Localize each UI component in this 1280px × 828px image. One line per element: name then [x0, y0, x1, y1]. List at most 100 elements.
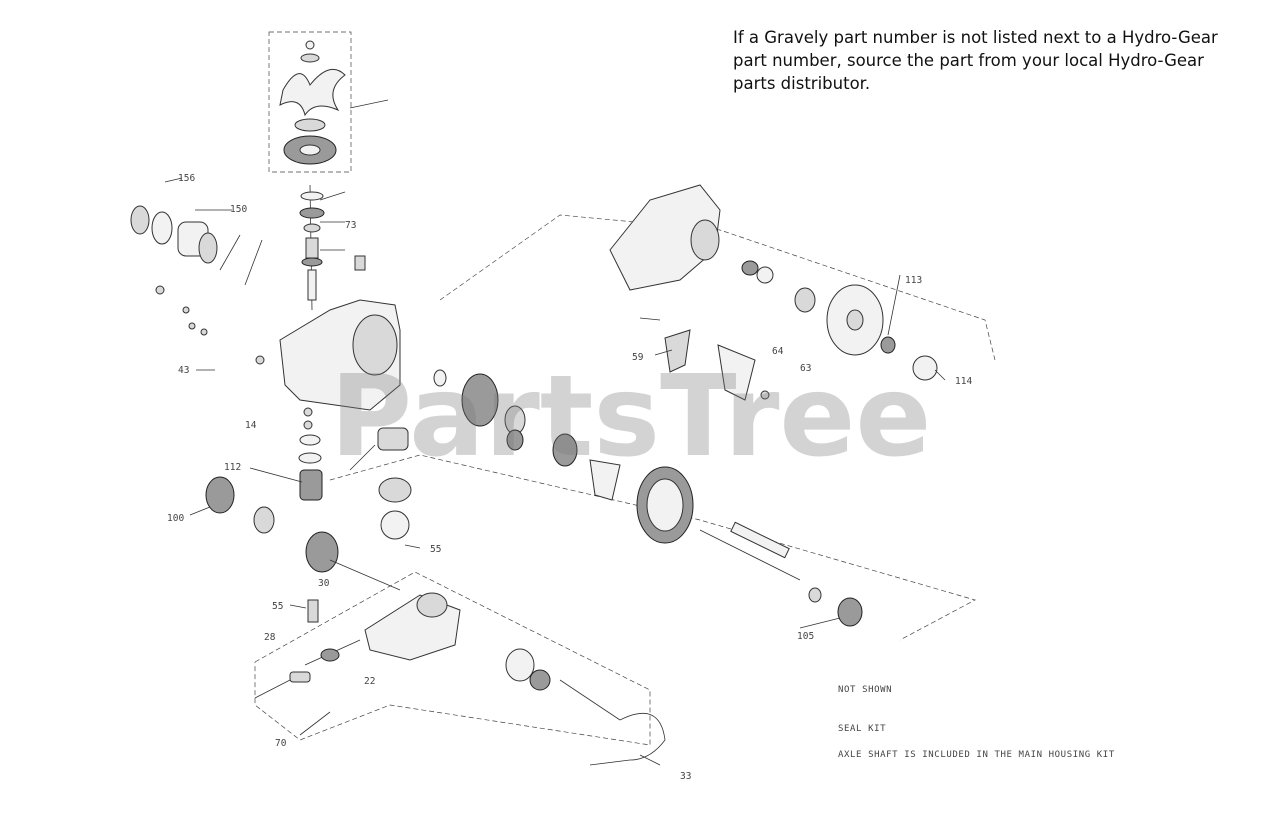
cover-plate [505, 648, 535, 682]
fan-assembly [279, 40, 346, 165]
washer [433, 369, 447, 387]
nut [760, 390, 770, 400]
side-bore [690, 219, 720, 261]
bearing [151, 211, 173, 245]
cylinder-block [378, 477, 412, 503]
center-section [289, 592, 666, 761]
bearing [205, 476, 235, 514]
port-boss [416, 592, 448, 618]
plug [155, 285, 165, 295]
callout-156: 156 [178, 173, 195, 184]
left-lower-parts [205, 476, 412, 623]
gasket [298, 452, 322, 464]
callout-63: 63 [800, 363, 811, 374]
spacer [756, 266, 774, 284]
washer [300, 53, 320, 63]
axle-shaft [699, 529, 801, 581]
callout-22: 22 [364, 676, 375, 687]
washer [808, 587, 822, 603]
callout-33: 33 [680, 771, 691, 782]
washer [188, 322, 196, 330]
seal [253, 506, 275, 534]
filter [299, 469, 323, 501]
bearing [837, 597, 863, 627]
bolt [639, 317, 661, 321]
notice-line-2: part number, source the part from your l… [733, 51, 1204, 70]
cooling-fan [279, 68, 346, 117]
bracket [377, 427, 409, 451]
pin [219, 234, 241, 271]
callout-64: 64 [772, 346, 784, 357]
shaft [329, 559, 401, 591]
callout-59: 59 [632, 352, 644, 363]
callout-55-a: 55 [272, 601, 283, 612]
cap [912, 355, 938, 381]
thrust-plate [198, 232, 218, 264]
pinion-gear [506, 429, 524, 451]
vent [354, 255, 366, 271]
bushing [794, 287, 816, 313]
gear-train [433, 369, 863, 627]
side-housing [609, 184, 938, 401]
bolt [255, 355, 265, 365]
callout-100: 100 [167, 513, 184, 524]
notice-line-3: parts distributor. [733, 74, 871, 93]
spur-gear [461, 373, 499, 427]
gasket [299, 434, 321, 446]
ring-gear-center [646, 478, 684, 532]
charge-parts [298, 407, 409, 501]
main-housing [279, 184, 401, 411]
washer [200, 328, 208, 336]
callout-73: 73 [345, 220, 356, 231]
callout-55-b: 55 [430, 544, 441, 555]
plug [289, 671, 311, 683]
bypass-rod [619, 712, 666, 761]
callout-28: 28 [264, 632, 276, 643]
axle-shaft-body [730, 521, 790, 559]
washer [182, 306, 190, 314]
o-ring [303, 420, 313, 430]
notes-block: NOT SHOWN SEAL KIT AXLE SHAFT IS INCLUDE… [838, 685, 1115, 760]
nut [305, 40, 315, 50]
gear [529, 669, 551, 691]
pin [244, 239, 263, 286]
spring [320, 648, 340, 662]
seal-ring [130, 205, 150, 235]
watermark: PartsTree [330, 352, 931, 482]
pulley-bore [299, 144, 321, 156]
bolt [307, 599, 319, 623]
motor-parts-left [130, 205, 265, 365]
callout-113: 113 [905, 275, 922, 286]
fan-hub [294, 118, 326, 132]
washer [303, 223, 321, 233]
input-shaft [305, 237, 319, 259]
fan-kit-outline [268, 31, 352, 173]
retaining-ring [301, 257, 323, 267]
callout-150: 150 [230, 204, 247, 215]
side-housing-kit-outline [439, 214, 996, 361]
bearing [741, 260, 759, 276]
callout-112: 112 [224, 462, 241, 473]
callout-14: 14 [245, 420, 257, 431]
seal [299, 207, 325, 219]
piston-block [380, 510, 410, 540]
seal [880, 336, 896, 354]
plug [303, 407, 313, 417]
note-axle-shaft: AXLE SHAFT IS INCLUDED IN THE MAIN HOUSI… [838, 750, 1115, 760]
gear [552, 433, 578, 467]
o-ring [300, 191, 324, 201]
note-not-shown: NOT SHOWN [838, 685, 892, 695]
brake-puck [717, 344, 756, 401]
callout-43: 43 [178, 365, 189, 376]
differential-carrier [589, 459, 621, 501]
bearing [305, 531, 339, 573]
kit-outlines [254, 31, 996, 746]
brake-arm [664, 329, 691, 373]
notice-line-1: If a Gravely part number is not listed n… [733, 28, 1218, 47]
callout-30: 30 [318, 578, 330, 589]
leader-lines [164, 99, 946, 766]
rod [559, 679, 621, 721]
hub-bore [846, 309, 864, 331]
